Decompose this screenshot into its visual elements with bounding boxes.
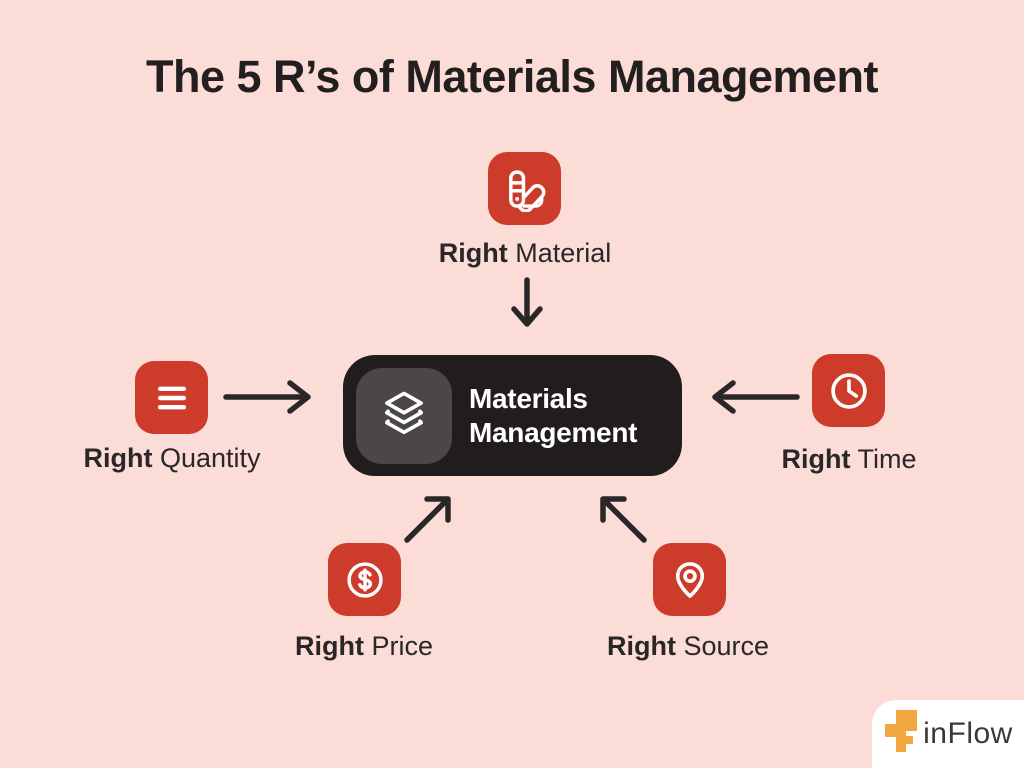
page-title: The 5 R’s of Materials Management xyxy=(145,51,879,102)
material-label-bold: Right xyxy=(438,238,508,268)
center-card: Materials Management xyxy=(343,355,682,476)
brand-name: inFlow xyxy=(923,717,1013,750)
center-icon-tile xyxy=(356,367,452,464)
material-label-rest: Material xyxy=(507,238,612,268)
price-label: Right Price xyxy=(295,631,433,662)
time-label-bold: Right xyxy=(781,444,851,474)
arrow-quantity-to-center xyxy=(223,380,311,414)
source-label-bold: Right xyxy=(606,631,676,661)
price-tile xyxy=(328,543,401,616)
time-label: Right Time xyxy=(782,444,917,475)
center-title-line2: Management xyxy=(469,416,638,448)
arrow-material-to-center xyxy=(511,277,543,327)
arrow-time-to-center xyxy=(712,380,800,414)
time-label-rest: Time xyxy=(850,444,917,474)
quantity-label-rest: Quantity xyxy=(152,443,261,473)
quantity-label: Right Quantity xyxy=(83,443,260,474)
quantity-tile xyxy=(135,361,208,434)
price-label-bold: Right xyxy=(294,631,364,661)
brand-badge: inFlow xyxy=(872,700,1024,768)
swatches-icon xyxy=(502,166,548,212)
material-label: Right Material xyxy=(439,238,612,269)
time-tile xyxy=(812,354,885,427)
location-pin-icon xyxy=(667,557,713,603)
source-label-rest: Source xyxy=(675,631,770,661)
source-tile xyxy=(653,543,726,616)
arrow-price-to-center xyxy=(404,496,451,543)
price-label-rest: Price xyxy=(363,631,434,661)
dollar-sign-icon xyxy=(342,557,388,603)
material-tile xyxy=(488,152,561,225)
clock-icon xyxy=(826,368,872,414)
list-lines-icon xyxy=(149,375,195,421)
quantity-label-bold: Right xyxy=(83,443,153,473)
inflow-logo-icon xyxy=(883,709,919,760)
arrow-source-to-center xyxy=(600,496,647,543)
source-label: Right Source xyxy=(607,631,769,662)
center-title: Materials Management xyxy=(469,382,637,448)
layers-icon xyxy=(375,384,433,447)
center-title-line1: Materials xyxy=(469,383,588,415)
